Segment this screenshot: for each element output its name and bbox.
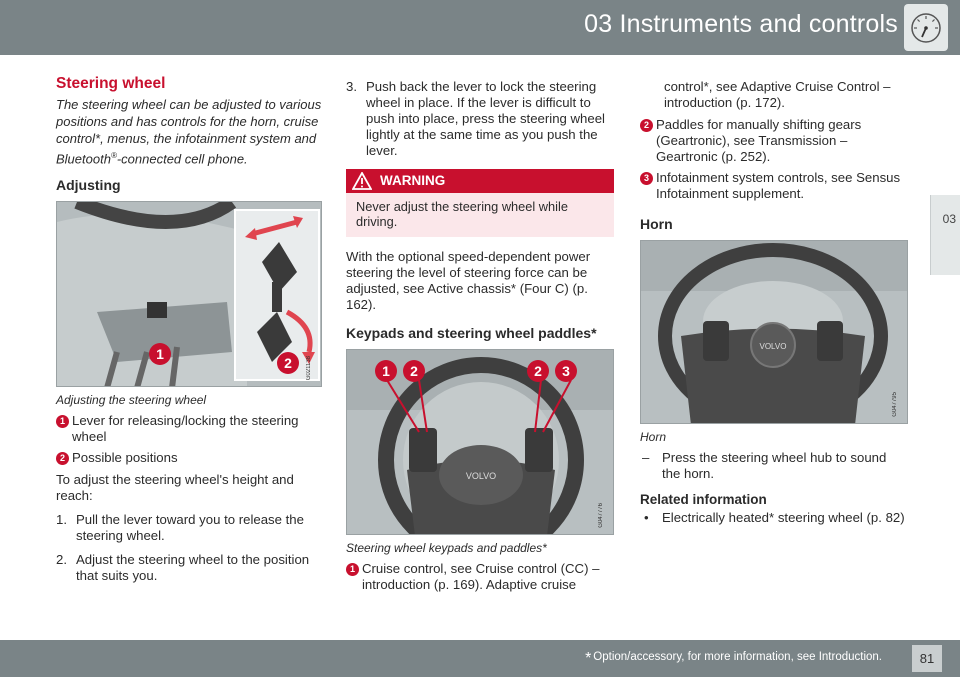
adjust-paragraph: To adjust the steering wheel's height an… xyxy=(56,472,294,504)
horn-instruction: – Press the steering wheel hub to sound … xyxy=(640,450,908,482)
callout-text: Paddles for manually shifting gears (Gea… xyxy=(656,117,862,164)
figure-caption: Adjusting the steering wheel xyxy=(56,393,207,408)
warning-text: Never adjust the steering wheel while dr… xyxy=(356,199,568,229)
figure-callout-2: 2 xyxy=(527,360,549,382)
steering-wheel-heading: Steering wheel xyxy=(56,75,166,92)
steering-adjust-illustration xyxy=(57,202,321,387)
step-text: Pull the lever toward you to release the… xyxy=(76,512,304,544)
callout-number: 2 xyxy=(640,119,653,132)
horn-instruction-text: Press the steering wheel hub to sound th… xyxy=(662,450,887,481)
step-item: 3. Push back the lever to lock the steer… xyxy=(346,79,614,159)
callout-text: Possible positions xyxy=(72,450,178,466)
callout-number: 2 xyxy=(56,452,69,466)
callout-item: 2 Possible positions xyxy=(56,450,322,466)
related-link[interactable]: Electrically heated* steering wheel (p. … xyxy=(662,510,905,525)
footer-note: *Option/accessory, for more information,… xyxy=(585,650,882,667)
svg-text:VOLVO: VOLVO xyxy=(466,471,496,481)
figure-code: G047776 xyxy=(598,503,604,528)
figure-caption: Steering wheel keypads and paddles* xyxy=(346,541,547,555)
callout-item: 3 Infotainment system controls, see Sens… xyxy=(640,170,908,202)
figure-code: G021138 xyxy=(306,356,312,381)
keypads-figure: VOLVO 1 2 2 3 G047776 xyxy=(346,349,614,535)
warning-title: WARNING xyxy=(380,173,446,188)
figure-callout-3: 3 xyxy=(555,360,577,382)
column-left: Steering wheel The steering wheel can be… xyxy=(56,76,322,592)
chapter-title: 03 Instruments and controls xyxy=(584,10,898,38)
svg-text:VOLVO: VOLVO xyxy=(760,342,787,351)
step-text: Push back the lever to lock the steering… xyxy=(366,79,605,158)
horn-illustration: VOLVO xyxy=(641,241,907,423)
page-header xyxy=(0,0,960,55)
callout-continuation: control*, see Adaptive Cruise Control – … xyxy=(664,79,891,110)
keypads-heading: Keypads and steering wheel paddles* xyxy=(346,325,597,341)
figure-callout-1: 1 xyxy=(149,343,171,366)
page-number: 81 xyxy=(912,645,942,672)
step-number: 2. xyxy=(56,552,67,568)
step-item: 2. Adjust the steering wheel to the posi… xyxy=(56,552,322,584)
callout-number: 1 xyxy=(56,415,69,429)
horn-figure: VOLVO G047795 xyxy=(640,240,908,424)
figure-code: G047795 xyxy=(892,392,898,417)
related-heading: Related information xyxy=(640,492,767,507)
column-right: control*, see Adaptive Cruise Control – … xyxy=(640,79,908,526)
callout-text: Lever for releasing/locking the steering… xyxy=(72,413,299,445)
column-middle: 3. Push back the lever to lock the steer… xyxy=(346,79,614,598)
callout-item: 1 Lever for releasing/locking the steeri… xyxy=(56,413,322,445)
dash-marker: – xyxy=(642,450,650,465)
warning-triangle-icon xyxy=(351,171,373,198)
horn-heading: Horn xyxy=(640,216,673,232)
callout-text: Cruise control, see Cruise control (CC) … xyxy=(362,561,600,592)
callout-item: 2 Paddles for manually shifting gears (G… xyxy=(640,117,908,165)
chapter-tab-label: 03 xyxy=(942,212,956,226)
steering-wheel-intro: The steering wheel can be adjusted to va… xyxy=(56,97,322,167)
bullet-marker: • xyxy=(644,510,649,525)
page-footer xyxy=(0,640,960,677)
step-number: 3. xyxy=(346,79,357,94)
figure-callout-2: 2 xyxy=(277,352,299,375)
step-item: 1. Pull the lever toward you to release … xyxy=(56,512,322,544)
warning-box: WARNING Never adjust the steering wheel … xyxy=(346,169,614,237)
step-text: Adjust the steering wheel to the positio… xyxy=(76,552,310,584)
callout-text: Infotainment system controls, see Sensus… xyxy=(656,170,901,201)
figure-caption: Horn xyxy=(640,430,667,444)
figure-callout-1: 1 xyxy=(375,360,397,382)
figure-callout-2: 2 xyxy=(403,360,425,382)
step-number: 1. xyxy=(56,512,67,528)
speedometer-icon xyxy=(904,4,948,51)
callout-number: 1 xyxy=(346,563,359,576)
warning-header: WARNING xyxy=(346,169,614,193)
related-item[interactable]: • Electrically heated* steering wheel (p… xyxy=(640,510,908,526)
callout-item: 1 Cruise control, see Cruise control (CC… xyxy=(346,561,614,593)
chapter-tab[interactable] xyxy=(930,195,960,275)
power-steering-paragraph: With the optional speed-dependent power … xyxy=(346,249,591,312)
callout-number: 3 xyxy=(640,172,653,185)
adjusting-figure: 1 2 G021138 xyxy=(56,201,322,388)
adjusting-heading: Adjusting xyxy=(56,177,121,194)
